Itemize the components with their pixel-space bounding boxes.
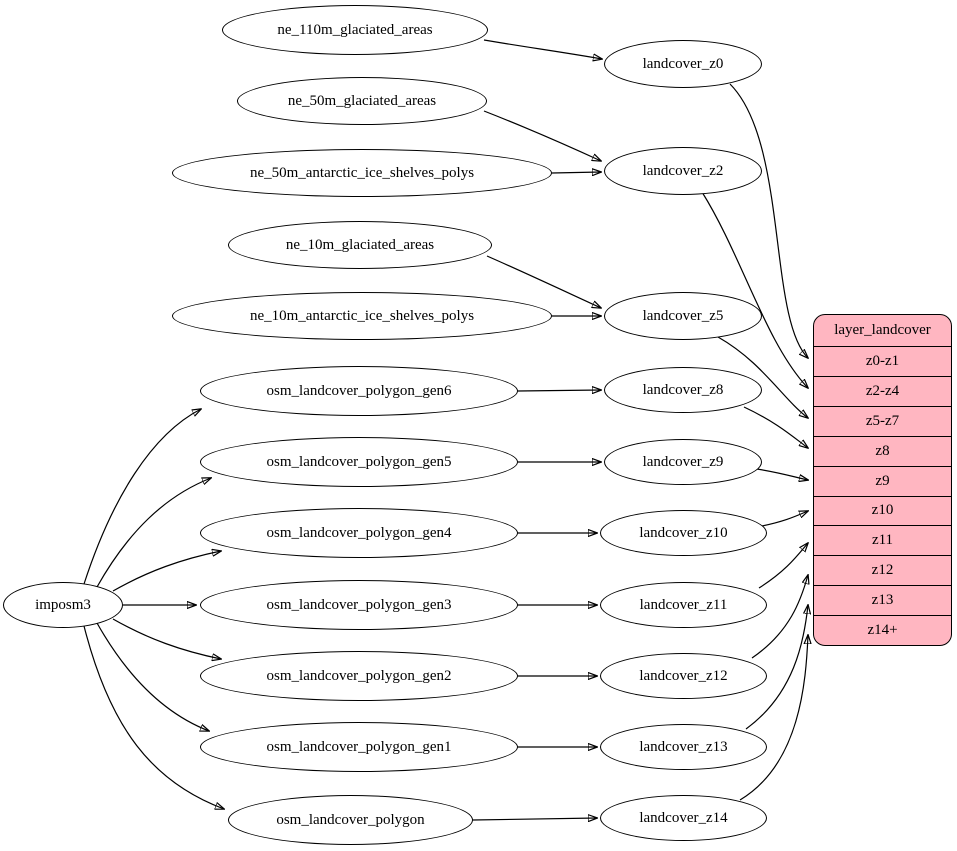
node-osm_landcover_polygon_gen5: osm_landcover_polygon_gen5 xyxy=(200,437,518,487)
edge-landcover_z12-row-z12 xyxy=(751,575,808,659)
record-row-z12: z12 xyxy=(814,555,951,585)
node-landcover_z13: landcover_z13 xyxy=(600,724,767,770)
edge-landcover_z5-row-z5-z7 xyxy=(717,336,808,418)
node-landcover_z2: landcover_z2 xyxy=(604,147,762,195)
node-landcover_z9: landcover_z9 xyxy=(604,439,762,485)
node-ne_10m_glaciated_areas: ne_10m_glaciated_areas xyxy=(228,221,492,269)
node-landcover_z10: landcover_z10 xyxy=(600,510,767,556)
node-ne_50m_glaciated_areas: ne_50m_glaciated_areas xyxy=(237,77,487,125)
node-landcover_z14: landcover_z14 xyxy=(600,795,767,841)
edge-imposm3-osm_landcover_polygon_gen4 xyxy=(112,551,221,592)
edge-landcover_z8-row-z8 xyxy=(743,406,808,448)
node-layer_landcover: layer_landcover z0-z1 z2-z4 z5-z7 z8 z9 … xyxy=(813,314,952,646)
edge-imposm3-osm_landcover_polygon_gen1 xyxy=(96,622,209,731)
node-landcover_z8: landcover_z8 xyxy=(604,367,762,413)
edge-imposm3-osm_landcover_polygon xyxy=(83,625,224,809)
edge-imposm3-osm_landcover_polygon_gen6 xyxy=(83,409,201,585)
node-osm_landcover_polygon_gen6: osm_landcover_polygon_gen6 xyxy=(200,366,518,416)
record-row-z2-z4: z2-z4 xyxy=(814,375,951,406)
node-osm_landcover_polygon: osm_landcover_polygon xyxy=(228,795,473,845)
edge-landcover_z10-row-z10 xyxy=(761,511,808,527)
node-imposm3: imposm3 xyxy=(3,582,123,628)
record-row-z5-z7: z5-z7 xyxy=(814,405,951,436)
record-title: layer_landcover xyxy=(834,322,931,338)
record-row-z11: z11 xyxy=(814,525,951,555)
edge-landcover_z13-row-z13 xyxy=(745,605,808,730)
edge-landcover_z14-row-z14 xyxy=(739,635,808,801)
record-row-z10: z10 xyxy=(814,495,951,526)
edge-ne_50m_antarctic_ice_shelves_polys-landcover_z2 xyxy=(551,172,601,173)
node-landcover_z11: landcover_z11 xyxy=(600,582,767,628)
node-osm_landcover_polygon_gen2: osm_landcover_polygon_gen2 xyxy=(200,651,518,701)
node-ne_50m_antarctic_ice_shelves_polys: ne_50m_antarctic_ice_shelves_polys xyxy=(172,149,552,197)
edge-landcover_z2-row-z2-z4 xyxy=(701,191,808,388)
edge-landcover_z0-row-z0-z1 xyxy=(729,83,808,358)
record-row-z14: z14+ xyxy=(814,615,951,645)
edge-imposm3-osm_landcover_polygon_gen5 xyxy=(96,478,211,588)
edge-landcover_z9-row-z9 xyxy=(756,468,808,480)
edge-osm_landcover_polygon_gen6-landcover_z8 xyxy=(517,390,601,391)
node-osm_landcover_polygon_gen4: osm_landcover_polygon_gen4 xyxy=(200,508,518,558)
edge-imposm3-osm_landcover_polygon_gen2 xyxy=(112,618,221,659)
record-row-z13: z13 xyxy=(814,585,951,615)
edge-ne_10m_glaciated_areas-landcover_z5 xyxy=(486,255,601,308)
record-row-z8: z8 xyxy=(814,435,951,466)
record-row-z9: z9 xyxy=(814,465,951,496)
node-ne_10m_antarctic_ice_shelves_polys: ne_10m_antarctic_ice_shelves_polys xyxy=(172,292,552,340)
node-landcover_z0: landcover_z0 xyxy=(604,40,762,88)
node-osm_landcover_polygon_gen3: osm_landcover_polygon_gen3 xyxy=(200,580,518,630)
edge-ne_50m_glaciated_areas-landcover_z2 xyxy=(483,110,601,161)
edge-ne_110m_glaciated_areas-landcover_z0 xyxy=(483,39,602,59)
node-ne_110m_glaciated_areas: ne_110m_glaciated_areas xyxy=(222,5,488,55)
node-landcover_z12: landcover_z12 xyxy=(600,653,767,699)
record-row-z0-z1: z0-z1 xyxy=(814,346,951,376)
edge-osm_landcover_polygon-landcover_z14 xyxy=(472,818,597,820)
node-osm_landcover_polygon_gen1: osm_landcover_polygon_gen1 xyxy=(200,722,518,772)
node-landcover_z5: landcover_z5 xyxy=(604,292,762,340)
edge-landcover_z11-row-z11 xyxy=(758,543,808,589)
